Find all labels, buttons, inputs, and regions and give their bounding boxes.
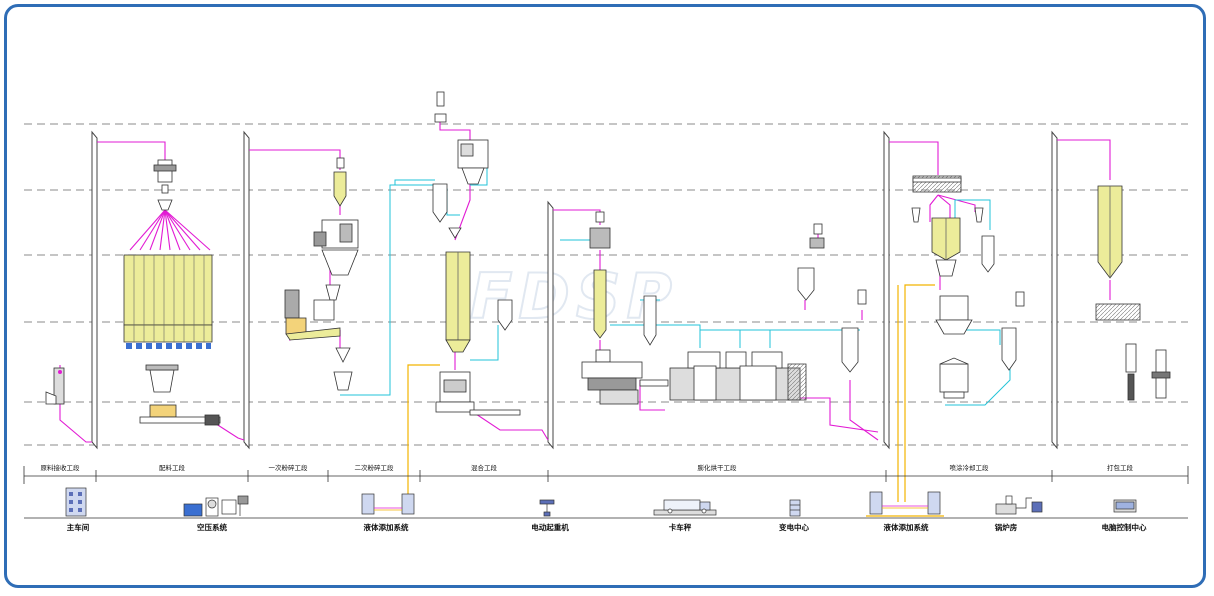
facility-labels: 主车间 空压系统 液体添加系统 电动起重机 卡车秤 变电中心 液体添加系统 锅炉… <box>67 522 1147 532</box>
coating-cooling-equipment <box>911 175 1025 399</box>
mixing-equipment <box>432 91 521 416</box>
section-labels: 原料接收工段 配料工段 一次粉碎工段 二次粉碎工段 混合工段 膨化烘干工段 喷涂… <box>41 463 1134 472</box>
liquid-lines <box>407 284 935 505</box>
facility-label-liquid-addition-1: 液体添加系统 <box>364 522 409 532</box>
facility-label-main-workshop: 主车间 <box>67 522 90 532</box>
section-label-primary-grinding: 一次粉碎工段 <box>269 463 309 472</box>
facility-label-electric-crane: 电动起重机 <box>531 522 569 532</box>
section-label-extrusion-drying: 膨化烘干工段 <box>698 463 738 472</box>
section-label-secondary-grinding: 二次粉碎工段 <box>355 463 395 472</box>
liquid-tank-icon <box>361 493 415 515</box>
substation-icon <box>789 499 801 517</box>
section-label-batching: 配料工段 <box>159 463 186 472</box>
computer-icon <box>1113 499 1137 513</box>
batching-silos <box>123 254 213 343</box>
section-timeline <box>23 466 1189 484</box>
section-label-receiving: 原料接收工段 <box>41 463 81 472</box>
truck-scale-icon <box>653 499 717 516</box>
facility-label-air-compressor: 空压系统 <box>197 522 227 532</box>
compressor-icon <box>183 495 249 517</box>
packing-equipment <box>1095 185 1171 401</box>
facility-label-substation: 变电中心 <box>779 522 809 532</box>
facility-label-truck-scale: 卡车秤 <box>669 522 692 532</box>
crane-icon <box>539 499 555 517</box>
liquid-tank-icon <box>866 491 944 517</box>
bucket-elevators <box>91 130 1058 450</box>
primary-grinding-equipment <box>284 157 359 391</box>
section-label-coating-cooling: 喷涂冷却工段 <box>950 463 990 472</box>
section-label-packing: 打包工段 <box>1107 463 1134 472</box>
boiler-icon <box>995 495 1043 515</box>
facility-label-liquid-addition-2: 液体添加系统 <box>884 522 929 532</box>
building-icon <box>65 487 87 517</box>
batching-equipment <box>123 159 221 426</box>
receiving-equipment <box>45 367 65 405</box>
facility-label-boiler-room: 锅炉房 <box>995 522 1018 532</box>
section-label-mixing: 混合工段 <box>471 463 498 472</box>
facility-label-computer-control: 电脑控制中心 <box>1102 522 1147 532</box>
extrusion-drying-equipment <box>581 211 867 405</box>
